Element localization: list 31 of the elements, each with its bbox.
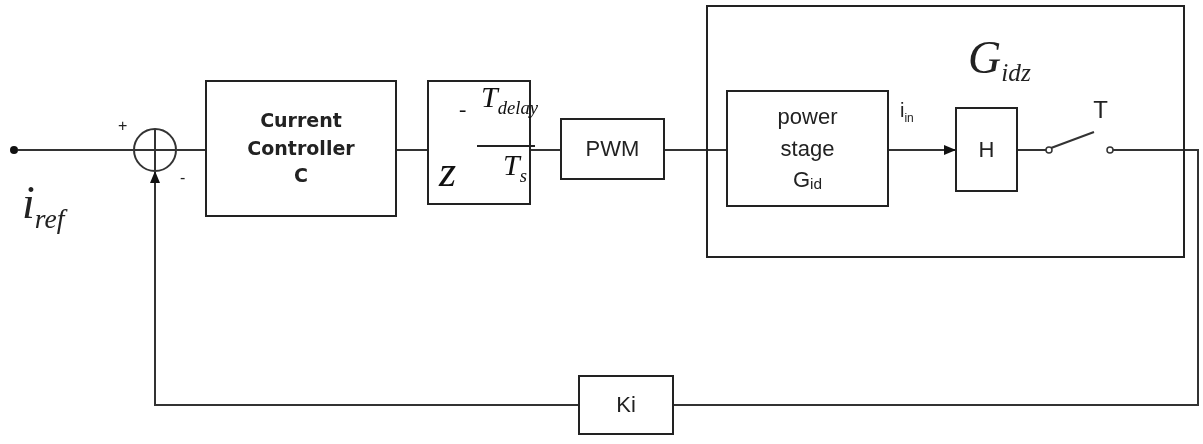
block-label: power stage [776, 102, 839, 163]
math-symbol: z [439, 146, 457, 197]
group-title: G$_{idz}$ [968, 31, 1031, 87]
connector-line [176, 149, 206, 151]
connector-line [530, 149, 561, 151]
block-label: Ki [616, 391, 636, 420]
math-symbol: T$_{s}$ [503, 148, 527, 187]
plant-group-box [706, 5, 1185, 258]
block [560, 118, 665, 180]
math-symbol: - [459, 96, 467, 122]
input-terminal-dot [10, 146, 18, 154]
connector-line [673, 149, 1199, 406]
connector-line [1017, 149, 1041, 151]
arrow [150, 171, 579, 406]
block [726, 90, 889, 207]
sign-label: + [118, 118, 128, 134]
arrow [888, 145, 956, 155]
switch-label: T [1093, 96, 1108, 124]
connector-line [396, 149, 428, 151]
sign-label: - [180, 170, 186, 186]
block [578, 375, 674, 435]
edge-label: i$_{in}$ [900, 100, 914, 124]
connector-line [17, 149, 134, 151]
controller-block [205, 80, 397, 217]
block [955, 107, 1018, 192]
block-label: PWM [585, 135, 640, 164]
block-label: H [978, 135, 995, 164]
block-label: C [294, 163, 308, 189]
connector-line [664, 149, 727, 151]
block-label: G$_{id}$ [792, 166, 823, 195]
block-label: Current Controller [246, 108, 356, 161]
